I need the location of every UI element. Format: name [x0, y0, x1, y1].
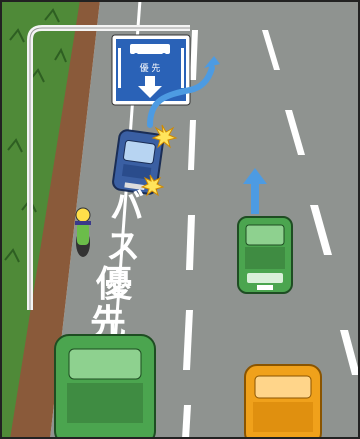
road-surface: [50, 0, 360, 439]
marking-char-3: 優: [95, 264, 133, 305]
orange-car: [244, 364, 322, 439]
motorcyclist: [75, 207, 91, 257]
sign-down-arrow-icon: [138, 76, 162, 98]
dashed-lane-lines: [182, 30, 360, 439]
green-car-right: [237, 216, 293, 294]
marking-char-1: バ: [110, 187, 144, 227]
bus-priority-road-marking: バ ス 優 先: [90, 187, 144, 344]
marking-char-2: ス: [106, 227, 140, 267]
lane-change-arrow-icon: [147, 65, 215, 128]
straight-arrow-icon: [243, 168, 267, 214]
bus-icon: [130, 44, 170, 57]
turn-signal-flash: [140, 124, 178, 197]
sign-text: 優 先: [140, 62, 161, 74]
green-car-bottom: [54, 334, 156, 439]
grass-verge: [0, 0, 80, 439]
bus-priority-sign: 優 先: [111, 34, 191, 106]
